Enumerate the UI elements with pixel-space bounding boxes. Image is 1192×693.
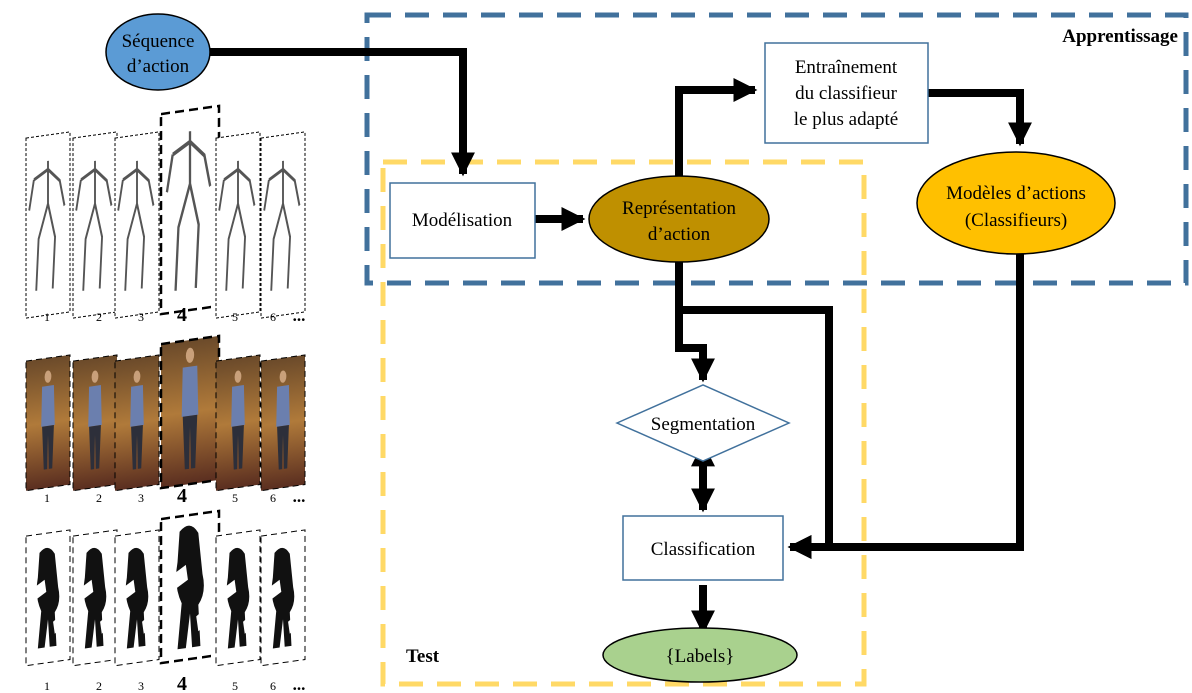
frame-depth-4 [159,509,221,665]
frame-skeleton-1 [25,131,71,319]
test-region-label: Test [406,646,440,667]
frame-skeleton-6 [260,131,306,319]
frame-label: ... [293,306,306,325]
frame-skeleton-4 [159,104,221,316]
frame-label: 5 [232,310,238,324]
frame-strip-depth: 1 2 3 4 5 6... [25,509,306,693]
frame-skeleton-5 [215,131,261,319]
frame-depth-1 [25,529,71,667]
node-classification: Classification [622,515,784,581]
svg-text:Représentation: Représentation [622,198,736,219]
svg-text:d’action: d’action [127,56,190,77]
training-region [364,12,1189,286]
frame-label: 1 [44,491,50,505]
arrow-training-to-models [928,89,1032,147]
frame-strip-rgb: 1 2 3 4 5 6... [25,334,306,507]
frame-skeleton-2 [72,131,118,319]
frame-depth-5 [215,529,261,667]
frame-strip-skeleton: 1 2 3 4 5 6... [25,104,306,326]
frame-label: 3 [138,679,144,693]
node-segmentation: Segmentation [615,384,791,462]
node-training: Entraînement du classifieur le plus adap… [764,42,929,144]
frame-rgb-5 [215,354,261,492]
svg-text:du classifieur: du classifieur [795,83,898,104]
frame-label: 1 [44,310,50,324]
frame-label: 5 [232,679,238,693]
node-action-sequence: Séquence d’action [105,13,211,91]
frame-label: 1 [44,679,50,693]
arrow-models-to-classification [787,252,1024,559]
frame-label: 3 [138,310,144,324]
node-modeling: Modélisation [389,182,536,259]
frame-depth-6 [260,529,306,667]
svg-text:Séquence: Séquence [122,31,195,52]
frame-skeleton-3 [114,131,160,319]
frame-depth-2 [72,529,118,667]
frame-label: 6 [270,491,276,505]
frame-label: 5 [232,491,238,505]
svg-text:Modélisation: Modélisation [412,210,513,231]
frame-label: 6 [270,310,276,324]
svg-text:{Labels}: {Labels} [666,646,735,667]
frame-label: 4 [177,485,187,507]
svg-text:d’action: d’action [648,224,711,245]
training-region-label: Apprentissage [1062,26,1178,47]
frame-label: 2 [96,310,102,324]
frame-strips: 1 2 3 4 5 6... 1 2 3 4 5 6... 1 2 3 4 5 6... [25,104,306,693]
frame-label: 2 [96,679,102,693]
node-action-models: Modèles d’actions (Classifieurs) [916,151,1116,255]
frame-label: 4 [177,673,187,693]
frame-label: 6 [270,679,276,693]
frame-rgb-4 [159,334,221,490]
frame-depth-3 [114,529,160,667]
frame-label: 4 [177,304,187,326]
frame-label: ... [293,675,306,693]
svg-text:Segmentation: Segmentation [651,414,756,435]
frame-rgb-2 [72,354,118,492]
frame-label: 2 [96,491,102,505]
svg-text:Entraînement: Entraînement [795,57,898,78]
frame-label: ... [293,487,306,506]
frame-rgb-6 [260,354,306,492]
node-representation: Représentation d’action [588,175,770,263]
frame-rgb-1 [25,354,71,492]
svg-text:(Classifieurs): (Classifieurs) [965,210,1067,231]
arrow-representation-to-training [675,78,758,176]
arrow-representation-to-segmentation [675,262,715,383]
svg-text:Modèles d’actions: Modèles d’actions [946,183,1086,204]
svg-text:Classification: Classification [651,539,756,560]
node-labels: {Labels} [602,627,798,683]
test-region [380,159,867,687]
svg-text:le plus adapté: le plus adapté [794,109,898,130]
frame-label: 3 [138,491,144,505]
arrow-sequence-to-modeling [210,48,475,177]
frame-rgb-3 [114,354,160,492]
